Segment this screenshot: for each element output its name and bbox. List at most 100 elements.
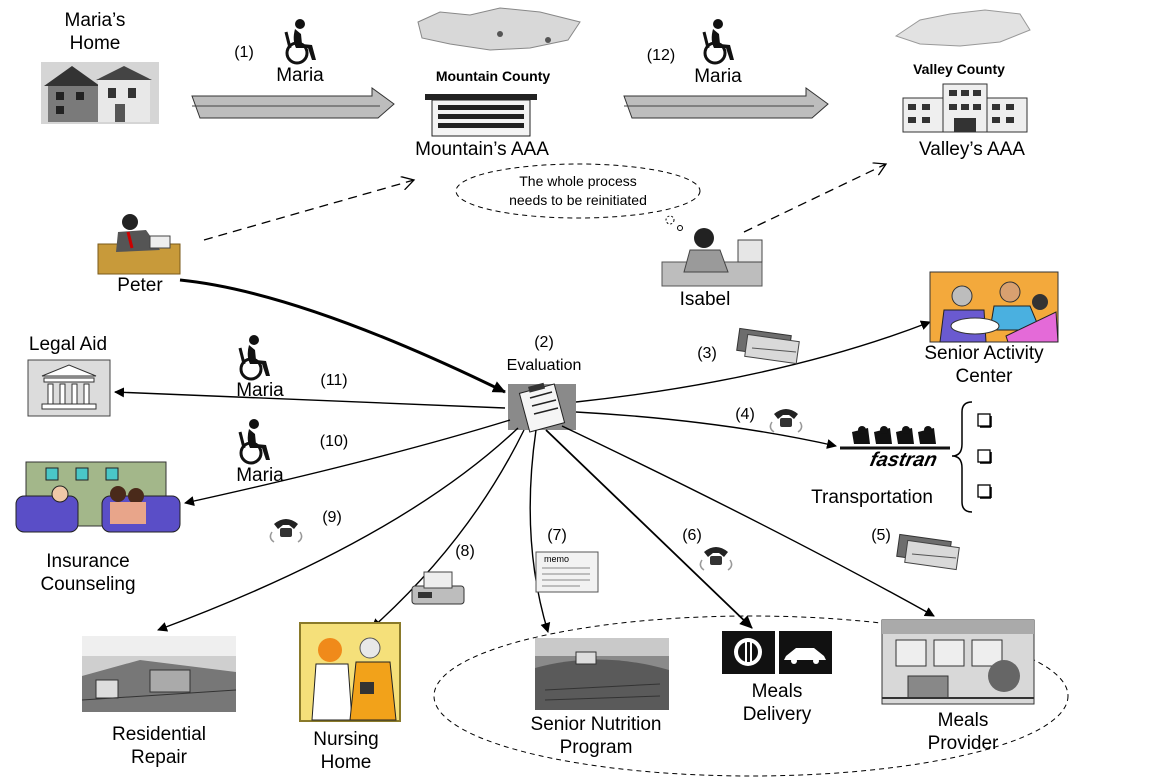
speech-bubble-text: The whole process bbox=[519, 173, 637, 189]
phone-icon bbox=[769, 408, 803, 433]
isabel-figure bbox=[661, 228, 763, 287]
residential-repair-label-2: Repair bbox=[131, 747, 188, 768]
meals-provider-image bbox=[881, 619, 1035, 705]
arrow-to-meals-delivery bbox=[545, 429, 753, 629]
peter-to-mountain-dashed-arrow bbox=[203, 180, 414, 241]
step-5: (5) bbox=[871, 527, 960, 571]
step-4: (4) bbox=[735, 406, 803, 433]
step-12: (12) Maria bbox=[647, 17, 742, 87]
mountain-county-label: Mountain County bbox=[436, 68, 551, 84]
mountain-aaa-label: Mountain’s AAA bbox=[415, 139, 549, 160]
senior-nutrition-program-label-2: Program bbox=[560, 737, 633, 758]
step-7-number: (7) bbox=[547, 527, 567, 544]
senior-activity-center-label-2: Center bbox=[955, 366, 1013, 387]
mountain-aaa-building bbox=[425, 94, 537, 137]
insurance-counseling-label-2: Counseling bbox=[40, 574, 135, 595]
evaluation-label: Evaluation bbox=[507, 357, 582, 374]
step-3: (3) bbox=[697, 327, 800, 365]
transport-option-specialneeds bbox=[977, 413, 992, 428]
speech-bubble: The whole process needs to be reinitiate… bbox=[455, 163, 701, 231]
house-image bbox=[41, 62, 159, 124]
arrow-to-legal-aid bbox=[114, 387, 506, 409]
step-6-number: (6) bbox=[682, 527, 702, 544]
marias-home-label-2: Home bbox=[70, 33, 121, 54]
step-12-actor: Maria bbox=[694, 66, 742, 87]
fastran-logo-text: fastran bbox=[868, 449, 939, 471]
step-9: (9) bbox=[269, 509, 342, 543]
step-9-number: (9) bbox=[322, 509, 342, 526]
checkbox-icon bbox=[977, 484, 991, 498]
wheelchair-icon bbox=[284, 17, 318, 65]
insurance-counseling-image bbox=[15, 461, 181, 533]
meals-delivery-label: Meals bbox=[752, 681, 803, 702]
residential-repair-image bbox=[81, 636, 237, 712]
arrow-to-residential-repair bbox=[157, 427, 519, 632]
step-11: Maria (11) bbox=[236, 333, 348, 401]
step-10-number: (10) bbox=[320, 433, 348, 450]
valley-aaa-label: Valley’s AAA bbox=[919, 139, 1025, 160]
peter-label: Peter bbox=[117, 275, 163, 296]
valley-county-label: Valley County bbox=[913, 61, 1005, 77]
step-1: (1) Maria bbox=[234, 17, 324, 86]
step-12-number: (12) bbox=[647, 47, 675, 64]
meals-programs-group-ellipse bbox=[433, 615, 1069, 777]
nursing-home-label-2: Home bbox=[321, 752, 372, 773]
step-3-number: (3) bbox=[697, 345, 717, 362]
arrow-to-meals-provider bbox=[561, 425, 935, 617]
step-10: Maria (10) bbox=[236, 417, 348, 486]
step-4-number: (4) bbox=[735, 406, 755, 423]
arrow-to-insurance-counseling bbox=[184, 419, 511, 506]
step-8-number: (8) bbox=[455, 543, 475, 560]
courthouse-icon bbox=[27, 359, 111, 417]
phone-icon bbox=[269, 518, 303, 543]
valley-county-map bbox=[894, 9, 1031, 47]
step-11-number: (11) bbox=[320, 372, 347, 389]
step-7: (7) memo bbox=[535, 527, 599, 593]
phone-icon bbox=[699, 546, 733, 571]
peter-figure bbox=[97, 214, 181, 275]
step-11-actor: Maria bbox=[236, 380, 284, 401]
meals-delivery-icons bbox=[722, 631, 832, 674]
arrow-to-transportation bbox=[575, 411, 837, 449]
valley-aaa-building bbox=[902, 83, 1028, 133]
wheelchair-icon bbox=[238, 417, 272, 465]
senior-nutrition-program-image bbox=[535, 638, 669, 710]
nursing-home-label: Nursing bbox=[313, 729, 378, 750]
fastran-logo: fastran bbox=[840, 426, 950, 471]
memo-icon: memo bbox=[535, 551, 599, 593]
step-6: (6) bbox=[682, 527, 733, 571]
transport-option-shuttle bbox=[977, 484, 992, 499]
svg-text:memo: memo bbox=[544, 554, 569, 564]
clipboard-icon bbox=[508, 382, 576, 433]
meals-provider-label-2: Provider bbox=[928, 733, 999, 754]
mountain-county-map bbox=[417, 7, 581, 51]
fax-icon bbox=[411, 571, 465, 605]
checkbox-icon bbox=[977, 449, 991, 463]
wheelchair-icon bbox=[702, 17, 736, 65]
isabel-label: Isabel bbox=[680, 289, 731, 310]
step-5-number: (5) bbox=[871, 527, 891, 544]
arrow-to-senior-activity-center bbox=[575, 320, 931, 403]
transportation-label: Transportation bbox=[811, 487, 933, 508]
step-1-actor: Maria bbox=[276, 65, 324, 86]
transport-option-taxicab bbox=[977, 449, 992, 464]
insurance-counseling-label: Insurance bbox=[46, 551, 129, 572]
legal-aid-label: Legal Aid bbox=[29, 334, 107, 355]
meals-provider-label: Meals bbox=[938, 710, 989, 731]
block-arrow-1 bbox=[191, 87, 395, 119]
step-1-number: (1) bbox=[234, 44, 254, 61]
senior-activity-center-image bbox=[929, 271, 1059, 343]
senior-nutrition-program-label: Senior Nutrition bbox=[531, 714, 662, 735]
arrow-to-senior-nutrition-program bbox=[529, 429, 551, 633]
arrow-to-nursing-home bbox=[371, 429, 525, 629]
step-8: (8) bbox=[411, 543, 475, 605]
speech-bubble-text-2: needs to be reinitiated bbox=[509, 192, 647, 208]
mail-icon bbox=[896, 533, 960, 571]
senior-activity-center-label: Senior Activity bbox=[924, 343, 1044, 364]
residential-repair-label: Residential bbox=[112, 724, 206, 745]
nursing-home-image bbox=[299, 622, 401, 722]
evaluation-step-number: (2) bbox=[534, 334, 554, 351]
peter-to-evaluation-arrow bbox=[179, 278, 506, 394]
transport-options-brace bbox=[951, 401, 973, 513]
